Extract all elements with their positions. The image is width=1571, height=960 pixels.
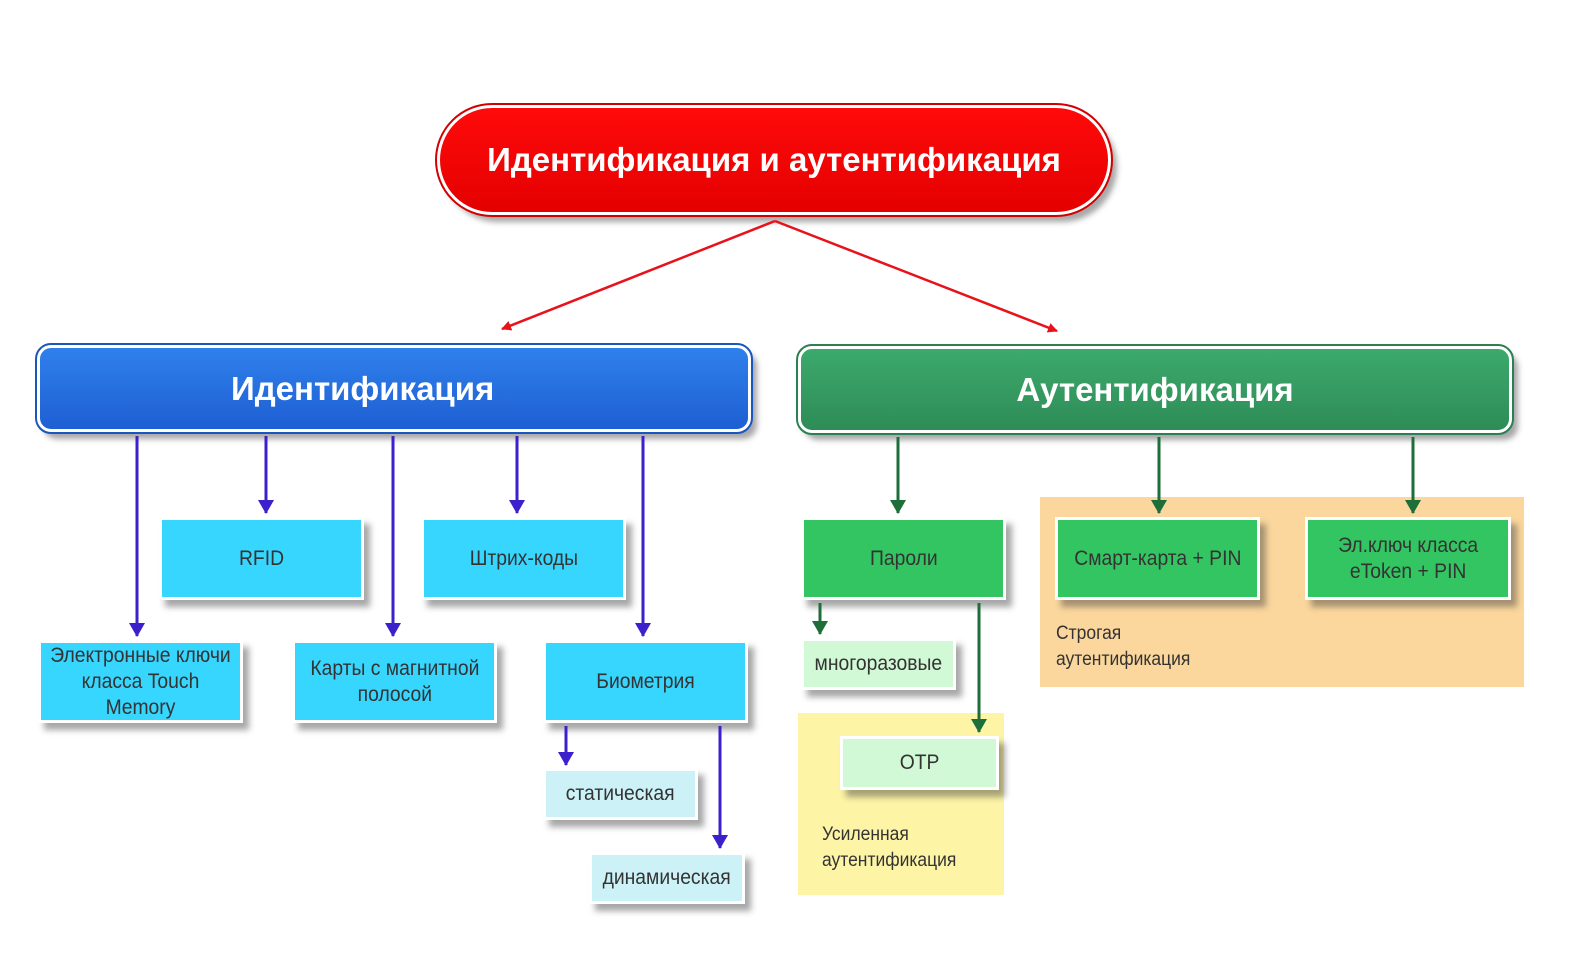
biometrics-label: Биометрия (596, 669, 695, 693)
passwords-node: Пароли (801, 517, 1006, 600)
barcodes-label: Штрих-коды (469, 546, 578, 570)
authentication-header: Аутентификация (796, 344, 1514, 435)
dynamic-biometrics-node: динамическая (589, 852, 745, 904)
barcodes-node: Штрих-коды (421, 517, 626, 600)
static-biometrics-label: статическая (566, 782, 675, 805)
static-biometrics-node: статическая (543, 768, 698, 820)
touch-memory-node: Электронные ключи класса Touch Memory (38, 640, 243, 723)
magnetic-cards-label: Карты с магнитной полосой (309, 656, 480, 706)
otp-node: OTP (840, 736, 999, 790)
touch-memory-label: Электронные ключи класса Touch Memory (50, 643, 231, 719)
root-to-identification-arrow (501, 219, 776, 331)
root-to-authentication-arrow (774, 219, 1058, 333)
identification-title: Идентификация (231, 369, 495, 407)
dynamic-biometrics-label: динамическая (602, 866, 732, 889)
passwords-label: Пароли (869, 546, 938, 570)
enhanced-auth-label: Усиленная аутентификация (822, 824, 957, 871)
rfid-node: RFID (159, 517, 364, 600)
strong-auth-label: Строгая аутентификация (1056, 623, 1191, 670)
etoken-pin-node: Эл.ключ класса eToken + PIN (1305, 517, 1511, 600)
root-node: Идентификация и аутентификация (435, 103, 1113, 217)
authentication-title: Аутентификация (1016, 370, 1294, 408)
smartcard-pin-label: Смарт-карта + PIN (1073, 546, 1242, 570)
magnetic-cards-node: Карты с магнитной полосой (292, 640, 497, 723)
biometrics-node: Биометрия (543, 640, 748, 723)
etoken-pin-label: Эл.ключ класса eToken + PIN (1337, 533, 1479, 583)
identification-header: Идентификация (35, 343, 753, 434)
otp-label: OTP (899, 751, 940, 774)
smartcard-pin-node: Смарт-карта + PIN (1055, 517, 1260, 600)
reusable-passwords-label: многоразовые (814, 652, 943, 675)
rfid-label: RFID (238, 546, 285, 570)
reusable-passwords-node: многоразовые (801, 638, 956, 690)
root-title: Идентификация и аутентификация (487, 141, 1061, 178)
